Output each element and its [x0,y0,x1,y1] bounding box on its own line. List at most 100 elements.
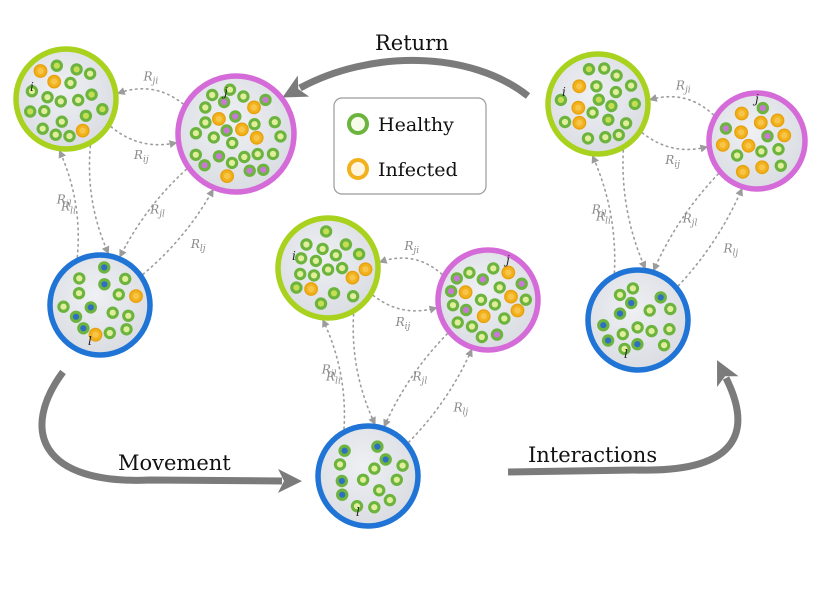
rate-label-r-il: Ril [56,192,72,209]
infected-legend-label: Infected [378,159,458,181]
infected-individual [476,309,491,324]
healthy-individual [333,458,347,471]
rate-arrow-left-ji [116,87,184,105]
rate-label-r-jl: Rjl [682,212,698,229]
healthy-individual [69,310,83,323]
rate-arrow-right-lj [677,187,743,287]
healthy-individual [103,326,117,340]
healthy-individual [592,93,605,106]
healthy-individual [266,147,280,161]
healthy-individual [335,474,348,488]
rate-label-r-ij: Rij [664,153,680,170]
healthy-individual [73,272,86,285]
rate-label-r-ji: Rji [675,78,691,95]
healthy-individual [226,136,239,150]
healthy-individual [338,444,351,457]
infected-individual [129,289,143,303]
healthy-individual [229,110,242,123]
healthy-individual [57,300,70,313]
infected-individual [504,289,518,304]
healthy-individual [368,462,381,475]
healthy-individual [321,263,335,276]
healthy-individual [487,262,500,275]
healthy-individual [257,163,270,176]
infected-individual [777,128,792,143]
healthy-individual [390,473,403,486]
return-label: Return [375,31,449,55]
infected-individual [304,282,318,296]
infected-individual [33,64,48,78]
healthy-individual [189,148,202,161]
healthy-individual [199,116,212,129]
healthy-individual [476,273,489,286]
healthy-individual [199,101,212,114]
healthy-individual [459,303,473,317]
healthy-individual [628,97,641,111]
healthy-individual [609,85,623,99]
healthy-individual [120,323,133,336]
healthy-individual [352,247,366,261]
rate-arrow-center-lj [408,348,473,443]
healthy-individual [599,131,612,144]
infected-individual [358,262,373,277]
healthy-individual [49,128,62,141]
healthy-individual [268,116,281,129]
healthy-individual [339,238,353,251]
healthy-individual [475,330,488,344]
healthy-individual [329,249,343,262]
infected-individual [755,160,769,175]
healthy-individual [610,69,623,82]
healthy-individual [618,342,631,356]
healthy-individual [238,150,251,164]
infected-individual [715,137,730,152]
healthy-individual [774,159,787,172]
infected-individual [249,130,264,145]
rate-arrow-left-il [88,145,110,255]
healthy-individual [558,115,572,129]
healthy-individual [83,67,97,80]
node-label-j-left: j [221,85,228,99]
healthy-individual [451,316,464,329]
healthy-individual [474,293,488,306]
healthy-individual [654,291,667,304]
healthy-individual [730,149,744,162]
healthy-individual [122,309,135,322]
healthy-individual [316,242,329,256]
healthy-individual [498,312,511,325]
healthy-individual [319,225,333,238]
rate-arrow-right-li [591,154,616,274]
healthy-individual [220,124,233,137]
rate-label-r-lj: Rlj [190,237,206,254]
healthy-individual [590,80,603,93]
healthy-individual [631,321,644,334]
healthy-individual [106,306,119,319]
rate-label-r-il: Ril [591,202,607,219]
healthy-individual [85,88,98,101]
healthy-individual [251,147,264,161]
healthy-individual [645,324,658,338]
healthy-individual [613,288,627,302]
healthy-individual [582,62,596,76]
rate-label-r-lj: Rlj [722,242,738,259]
healthy-individual [96,103,109,116]
infected-individual [458,285,473,300]
healthy-individual [772,143,785,156]
healthy-individual [237,90,250,103]
rate-arrow-right-il [622,149,647,270]
healthy-individual [79,109,93,123]
rate-label-r-ji: Rji [403,239,419,256]
healthy-individual [248,118,261,131]
rate-arrow-center-jl [383,333,448,428]
healthy-individual [24,105,37,118]
infected-individual [47,74,62,89]
healthy-individual [463,266,476,279]
rate-arrow-center-ji [378,256,443,275]
healthy-individual [300,238,313,251]
infected-individual [211,112,226,126]
healthy-individual [64,76,77,90]
healthy-individual [631,338,644,351]
infected-individual [741,138,756,153]
healthy-individual [259,93,272,107]
